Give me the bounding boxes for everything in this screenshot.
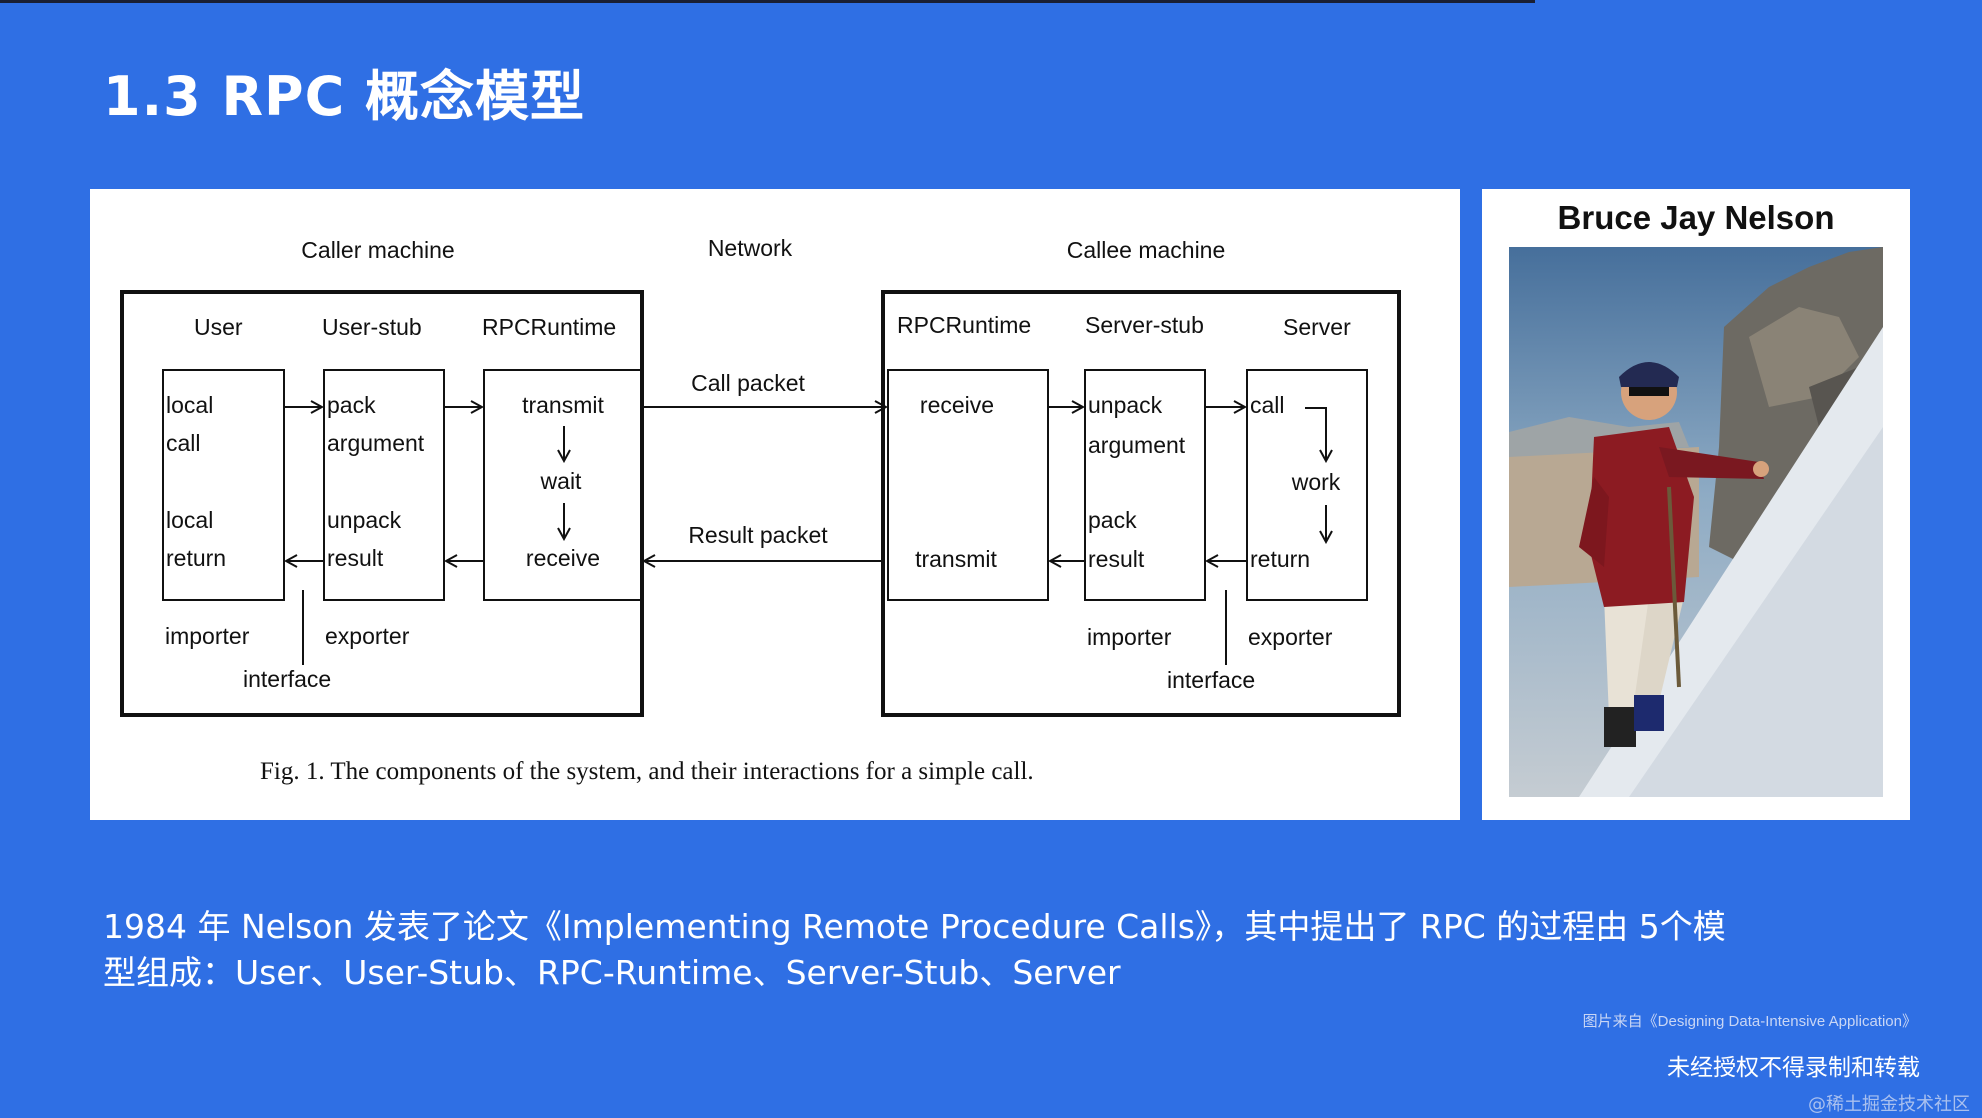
server-label: Server (1283, 314, 1351, 340)
figure-caption: Fig. 1. The components of the system, an… (260, 758, 1034, 785)
caller-machine-title: Caller machine (301, 237, 454, 263)
callee-machine-box (881, 290, 1401, 717)
user-local-call-1: local (166, 392, 213, 418)
server-work: work (1291, 469, 1341, 495)
callee-runtime-receive: receive (920, 392, 994, 418)
slide-caption: 1984 年 Nelson 发表了论文《Implementing Remote … (103, 904, 1903, 996)
user-label: User (194, 314, 243, 340)
user-stub-pack: pack (327, 392, 376, 418)
server-stub-label: Server-stub (1085, 312, 1204, 338)
server-stub-unpack: unpack (1088, 392, 1163, 418)
caller-interface: interface (243, 666, 331, 692)
call-packet-label: Call packet (691, 370, 805, 396)
rpc-diagram: Caller machine Network Callee machine Us… (120, 235, 1401, 785)
server-stub-result: result (1088, 546, 1145, 572)
server-stub-box (1084, 369, 1206, 601)
portrait-photo (1509, 247, 1883, 797)
photo-card: Bruce Jay Nelson (1482, 189, 1910, 820)
caption-line-2: 型组成：User、User-Stub、RPC-Runtime、Server-St… (103, 953, 1121, 992)
user-box (162, 369, 285, 601)
user-stub-box (323, 369, 445, 601)
caller-exporter: exporter (325, 623, 410, 649)
caller-runtime-label: RPCRuntime (482, 314, 616, 340)
user-stub-result: result (327, 545, 384, 571)
photo-title: Bruce Jay Nelson (1557, 199, 1835, 236)
watermark: @稀土掘金技术社区 (1808, 1094, 1970, 1115)
server-return: return (1250, 546, 1310, 572)
callee-exporter: exporter (1248, 624, 1333, 650)
caller-runtime-transmit: transmit (522, 392, 604, 418)
figure-panel: Caller machine Network Callee machine Us… (90, 189, 1460, 820)
user-local-call-2: call (166, 430, 201, 456)
server-stub-pack: pack (1088, 507, 1137, 533)
top-rule (0, 0, 1535, 3)
slide-title: 1.3 RPC 概念模型 (103, 65, 586, 128)
server-box (1246, 369, 1368, 601)
user-stub-unpack: unpack (327, 507, 402, 533)
user-stub-argument: argument (327, 430, 425, 456)
server-call-bend (1305, 407, 1327, 439)
callee-runtime-label: RPCRuntime (897, 312, 1031, 338)
user-stub-label: User-stub (322, 314, 422, 340)
caller-runtime-wait: wait (540, 468, 583, 494)
user-local-return-2: return (166, 545, 226, 571)
callee-machine-title: Callee machine (1067, 237, 1226, 263)
callee-runtime-transmit: transmit (915, 546, 997, 572)
callee-importer: importer (1087, 624, 1172, 650)
result-packet-label: Result packet (688, 522, 828, 548)
caller-runtime-box (483, 369, 643, 601)
callee-runtime-box (887, 369, 1049, 601)
network-title: Network (708, 235, 793, 261)
caller-runtime-receive: receive (526, 545, 600, 571)
caller-importer: importer (165, 623, 250, 649)
source-note: 图片来自《Designing Data-Intensive Applicatio… (1582, 1013, 1917, 1030)
caption-line-1: 1984 年 Nelson 发表了论文《Implementing Remote … (103, 907, 1726, 946)
server-call: call (1250, 392, 1285, 418)
user-local-return-1: local (166, 507, 213, 533)
server-stub-argument: argument (1088, 432, 1186, 458)
copyright-notice: 未经授权不得录制和转载 (1667, 1055, 1920, 1081)
callee-interface: interface (1167, 667, 1255, 693)
